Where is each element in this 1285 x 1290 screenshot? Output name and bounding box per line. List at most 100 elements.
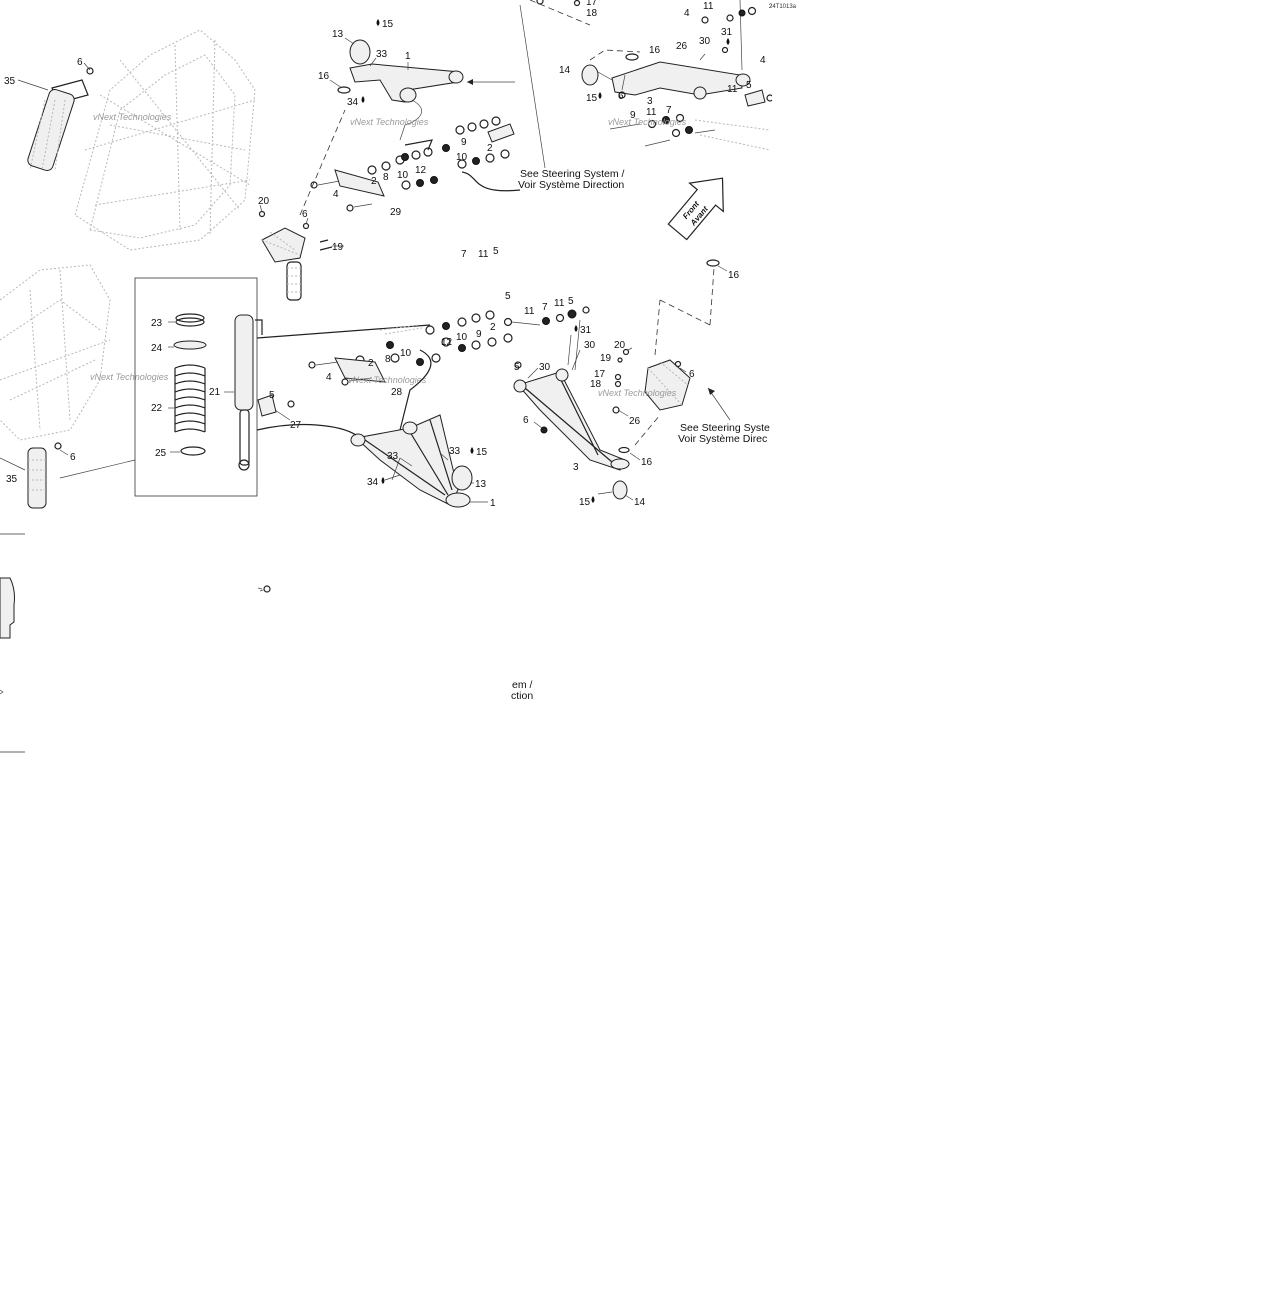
- callout-8-mid: 8: [385, 354, 391, 365]
- callout-23: 23: [151, 318, 163, 329]
- callout-8-top: 8: [383, 172, 389, 183]
- callout-12-mid: 12: [441, 337, 453, 348]
- upper-a-arm-top: [329, 37, 515, 141]
- callout-10-mid-right: 10: [456, 332, 468, 343]
- callout-33-mid-right: 33: [449, 446, 461, 457]
- callout-7-mid-right: 7: [542, 302, 548, 313]
- callout-6-top-right: 6: [618, 91, 624, 102]
- watermark-top-right: vNext Technologies: [608, 117, 687, 127]
- callout-11-top-right-b: 11: [727, 84, 738, 95]
- callout-16-top: 16: [318, 71, 330, 82]
- callout-6-right-arm: 6: [523, 415, 529, 426]
- callout-28: 28: [391, 387, 403, 398]
- detail-box: [134, 277, 258, 497]
- callout-5-mid-right-b: 5: [568, 296, 574, 307]
- callout-26-top: 26: [676, 41, 688, 52]
- callout-1-top: 1: [405, 51, 411, 62]
- shock-absorber-top-left: [17, 62, 94, 171]
- callout-34-top: 34: [347, 97, 359, 108]
- callout-18-top-right: 18: [586, 8, 598, 19]
- callout-25: 25: [155, 448, 167, 459]
- callout-17-top-right: 17: [586, 0, 598, 8]
- callout-15-lower: 15: [579, 497, 591, 508]
- callout-17-lower: 17: [594, 369, 606, 380]
- callout-30-top: 30: [699, 36, 711, 47]
- watermark-center: vNext Technologies: [348, 375, 427, 385]
- callout-5-mid: 5: [493, 246, 499, 257]
- callout-14-top: 14: [559, 65, 571, 76]
- callout-20-lower: 20: [614, 340, 626, 351]
- steering-note-top-line1: See Steering System /: [520, 168, 625, 180]
- callout-15-mid: 15: [476, 447, 488, 458]
- shock-detail: [168, 313, 295, 471]
- watermark-mid-left: vNext Technologies: [90, 372, 169, 382]
- bushing-stack-top: [310, 116, 521, 212]
- watermark-top-center: vNext Technologies: [350, 117, 429, 127]
- callout-6-knuckle: 6: [689, 369, 695, 380]
- callout-35-lower: 35: [6, 474, 18, 485]
- callout-35-top: 35: [4, 76, 16, 87]
- callout-33-top: 33: [376, 49, 388, 60]
- callout-33-mid-left: 33: [387, 451, 399, 462]
- callout-30-mid-left: 30: [539, 362, 551, 373]
- callout-2-mid-right: 2: [490, 322, 496, 333]
- callout-11-mid-right-a: 11: [524, 306, 535, 317]
- callout-5-mid-right-a: 5: [505, 291, 511, 302]
- callout-11-mid: 11: [478, 249, 489, 260]
- callout-26-mid: 26: [629, 416, 641, 427]
- frame-assembly-lower-left: vNext Technologies: [0, 264, 169, 509]
- callout-18-lower: 18: [590, 379, 602, 390]
- callout-9-top-right: 9: [630, 110, 636, 121]
- steering-note-right-line1: See Steering Syste: [680, 422, 770, 434]
- lower-a-arm-top-right: [529, 0, 774, 151]
- front-arrow: Front Avant: [667, 177, 724, 241]
- callout-15-top-right: 15: [586, 93, 598, 104]
- callout-3-top: 3: [647, 96, 653, 107]
- callout-2-top-left: 2: [371, 176, 377, 187]
- callout-4-top-center: 4: [333, 189, 339, 200]
- callout-31-mid: 31: [580, 325, 592, 336]
- callout-20-upper: 20: [258, 196, 270, 207]
- callout-7-top-right: 7: [666, 105, 672, 116]
- callout-13-top: 13: [332, 29, 344, 40]
- callout-2-mid-left: 2: [368, 358, 374, 369]
- callout-16-right: 16: [728, 270, 740, 281]
- lower-fragments: [0, 533, 271, 753]
- callout-1-mid: 1: [490, 498, 496, 509]
- callout-6-top-left: 6: [77, 57, 83, 68]
- callout-11-top-right-c: 11: [646, 107, 657, 118]
- drawing-code-visible: 24T1013a: [769, 4, 797, 10]
- steering-note-top-line2: Voir Système Direction: [518, 179, 624, 191]
- callout-29: 29: [390, 207, 402, 218]
- callout-4-top-right-a: 4: [684, 8, 690, 19]
- callout-24: 24: [151, 343, 163, 354]
- callout-5-detail: 5: [269, 390, 275, 401]
- callout-7-mid: 7: [461, 249, 467, 260]
- callout-16-top-right: 16: [649, 45, 661, 56]
- callout-11-mid-right-b: 11: [554, 298, 565, 309]
- callout-9-top: 9: [461, 137, 467, 148]
- callout-14-mid: 14: [634, 497, 646, 508]
- callout-30-mid-right: 30: [584, 340, 596, 351]
- callout-27: 27: [290, 420, 302, 431]
- callout-10-mid-left: 10: [400, 348, 412, 359]
- callout-5-top-right: 5: [746, 80, 752, 91]
- callout-6-mid-upper: 6: [302, 209, 308, 220]
- callout-10-top-right: 10: [456, 152, 468, 163]
- callout-2-top-right: 2: [487, 143, 493, 154]
- callout-19-upper: 19: [332, 242, 344, 253]
- callout-19-lower: 19: [600, 353, 612, 364]
- callout-4-top-right-b: 4: [760, 55, 766, 66]
- watermark-right: vNext Technologies: [598, 388, 677, 398]
- frame-assembly-top: vNext Technologies: [74, 29, 256, 251]
- callout-10-top-left: 10: [397, 170, 409, 181]
- callout-21: 21: [209, 387, 221, 398]
- callout-15-top: 15: [382, 19, 394, 30]
- callout-3-mid: 3: [573, 462, 579, 473]
- lower-arm-assembly-center: vNext Technologies: [256, 306, 590, 508]
- callout-9-mid: 9: [476, 329, 482, 340]
- callout-5-right-stub: 5: [514, 362, 520, 373]
- callout-6-lower-left: 6: [70, 452, 76, 463]
- callout-22: 22: [151, 403, 163, 414]
